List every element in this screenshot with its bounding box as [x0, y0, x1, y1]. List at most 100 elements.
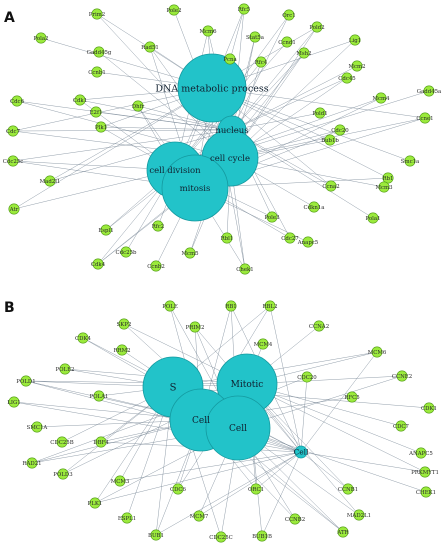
panel_a-gene-node-mcm6[interactable]: [202, 25, 214, 37]
panel_b-gene-node-mcm7[interactable]: [193, 510, 205, 522]
panel_b-gene-node-cdc25c[interactable]: [215, 531, 227, 543]
panel_a-gene-node-ccna2[interactable]: [325, 180, 337, 192]
panel_a-gene-node-ccnb2[interactable]: [150, 260, 162, 272]
panel_b-gene-node-cdc6[interactable]: [172, 483, 184, 495]
panel_a-gene-node-pola2[interactable]: [35, 32, 47, 44]
panel_b-gene-node-cdk4[interactable]: [77, 332, 89, 344]
panel_a-gene-node-mad2l1[interactable]: [44, 175, 56, 187]
panel_a-gene-node-pola1[interactable]: [367, 212, 379, 224]
panel_a-gene-node-ccne1[interactable]: [419, 112, 431, 124]
panel_a-gene-node-espl1[interactable]: [100, 224, 112, 236]
panel_a-gene-node-pole2[interactable]: [168, 4, 180, 16]
panel_b-edge-cdk1-0: [172, 386, 430, 409]
panel_a-gene-node-stat5a[interactable]: [249, 31, 261, 43]
panel_a-gene-node-rfc5[interactable]: [238, 3, 250, 15]
panel_a-gene-node-chek1[interactable]: [239, 263, 251, 275]
panel_a-gene-node-cdc6[interactable]: [11, 95, 23, 107]
panel_a-gene-node-msh2[interactable]: [298, 47, 310, 59]
panel_a-gene-node-lig1[interactable]: [349, 34, 361, 46]
panel_a-gene-node-cdc20[interactable]: [334, 124, 346, 136]
panel_a-gene-node-mcm3[interactable]: [378, 181, 390, 193]
panel_b-gene-node-rbl2[interactable]: [264, 300, 276, 312]
panel_a-gene-node-pcna[interactable]: [224, 53, 236, 65]
panel_a-gene-node-gadd45g[interactable]: [93, 46, 105, 58]
panel_b-gene-node-lig1[interactable]: [8, 396, 20, 408]
panel_a-gene-node-atr[interactable]: [8, 203, 20, 215]
panel_b-gene-node-cdk1[interactable]: [423, 402, 435, 414]
panel_a-gene-node-cdc25b[interactable]: [120, 246, 132, 258]
panel_b-gene-node-pold1[interactable]: [20, 375, 32, 387]
panel_b-gene-node-pola1[interactable]: [93, 390, 105, 402]
panel_a-gene-node-rad51[interactable]: [144, 41, 156, 53]
panel_a-gene-label-pola1: Pola1: [365, 216, 380, 222]
panel_a-gene-node-pold2[interactable]: [311, 21, 323, 33]
panel_a-gene-node-anapc5[interactable]: [302, 236, 314, 248]
panel_a-gene-node-cdk1[interactable]: [74, 94, 86, 106]
panel_a-gene-node-cdk4[interactable]: [92, 258, 104, 270]
panel_a-gene-node-rbl1[interactable]: [221, 232, 233, 244]
panel_a-gene-node-e2f1[interactable]: [90, 106, 102, 118]
panel_a-edge-pold2-1: [231, 26, 318, 131]
panel_b-gene-node-rb1[interactable]: [225, 300, 237, 312]
panel_b-gene-node-rad21[interactable]: [26, 457, 38, 469]
panel_b-gene-node-cdc20[interactable]: [301, 371, 313, 383]
panel_b-gene-node-rrm2[interactable]: [116, 344, 128, 356]
panel_b-hub-node-3[interactable]: [205, 395, 271, 461]
panel_a-gene-node-dhfr[interactable]: [132, 100, 144, 112]
panel_b-gene-node-prkmyt1[interactable]: [419, 466, 431, 478]
panel_a-gene-node-cdkn1a[interactable]: [308, 201, 320, 213]
panel_b-gene-node-ccna2[interactable]: [313, 320, 325, 332]
panel_b-gene-node-anapc5[interactable]: [415, 447, 427, 459]
panel_a-gene-node-cdc7[interactable]: [7, 125, 19, 137]
panel_b-gene-label-skp2: SKP2: [117, 322, 132, 328]
panel_a-gene-node-bub1b[interactable]: [324, 134, 336, 146]
panel_a-gene-node-orc1[interactable]: [283, 9, 295, 21]
panel_b-gene-node-orc1[interactable]: [250, 483, 262, 495]
panel_a-hub-node-0[interactable]: [177, 53, 247, 123]
panel_a-hub-node-4[interactable]: [161, 154, 229, 222]
panel_a-gene-node-prim2[interactable]: [91, 8, 103, 20]
panel_b-gene-node-dbf4[interactable]: [95, 436, 107, 448]
panel_a-gene-node-pold1[interactable]: [314, 107, 326, 119]
panel_b-hub-node-4[interactable]: [294, 445, 308, 459]
panel_b-gene-node-mcm6[interactable]: [371, 346, 383, 358]
panel_b-gene-node-mcm3[interactable]: [114, 475, 126, 487]
panel_a-gene-node-mcm2[interactable]: [351, 60, 363, 72]
panel_b-gene-node-pole2[interactable]: [59, 363, 71, 375]
panel_a-gene-node-ccnd1[interactable]: [281, 36, 293, 48]
panel_b-gene-node-ccne2[interactable]: [396, 370, 408, 382]
panel_b-gene-node-smc1a[interactable]: [31, 421, 43, 433]
panel_b-gene-node-prim2[interactable]: [189, 321, 201, 333]
panel_a-gene-node-pole3[interactable]: [266, 211, 278, 223]
panel_b-gene-node-ccnb2[interactable]: [289, 513, 301, 525]
panel_a-gene-node-rb1[interactable]: [382, 172, 394, 184]
panel_a-gene-node-rfc2[interactable]: [152, 220, 164, 232]
panel_a-gene-node-mcm4[interactable]: [375, 92, 387, 104]
panel_a-gene-node-rfc4[interactable]: [255, 56, 267, 68]
panel_a-gene-node-mcm5[interactable]: [184, 247, 196, 259]
panel_b-gene-node-mad2l1[interactable]: [353, 509, 365, 521]
panel_a-gene-node-smc1a[interactable]: [404, 155, 416, 167]
panel_b-gene-node-bub1b[interactable]: [256, 530, 268, 542]
panel_a-gene-node-cdc45[interactable]: [341, 72, 353, 84]
panel_b-gene-node-espl1[interactable]: [121, 512, 133, 524]
panel_b-gene-node-ccnb1[interactable]: [342, 483, 354, 495]
panel_b-gene-node-plk1[interactable]: [89, 497, 101, 509]
panel_b-gene-node-bub1[interactable]: [150, 529, 162, 541]
panel_a-gene-node-gadd45a[interactable]: [423, 85, 435, 97]
panel_a-gene-node-cdc25c[interactable]: [7, 155, 19, 167]
panel_a-gene-node-plk1[interactable]: [95, 121, 107, 133]
panel_b-gene-node-pole[interactable]: [164, 300, 176, 312]
panel_b-gene-node-skp2[interactable]: [118, 318, 130, 330]
panel_b-gene-node-cdc7[interactable]: [395, 420, 407, 432]
panel_b-gene-node-mcm4[interactable]: [257, 338, 269, 350]
panel_b-gene-node-pold3[interactable]: [57, 468, 69, 480]
panel_b-gene-label-espl1: ESPL1: [118, 516, 136, 522]
panel_b-gene-node-cdc25b[interactable]: [56, 436, 68, 448]
panel_b-gene-node-rfc5[interactable]: [346, 391, 358, 403]
panel_b-gene-node-chek1[interactable]: [420, 486, 432, 498]
panel_a-gene-node-cdc27[interactable]: [284, 232, 296, 244]
panel_a-gene-node-ccnb1[interactable]: [91, 66, 103, 78]
panel_b-gene-node-atr[interactable]: [337, 526, 349, 538]
